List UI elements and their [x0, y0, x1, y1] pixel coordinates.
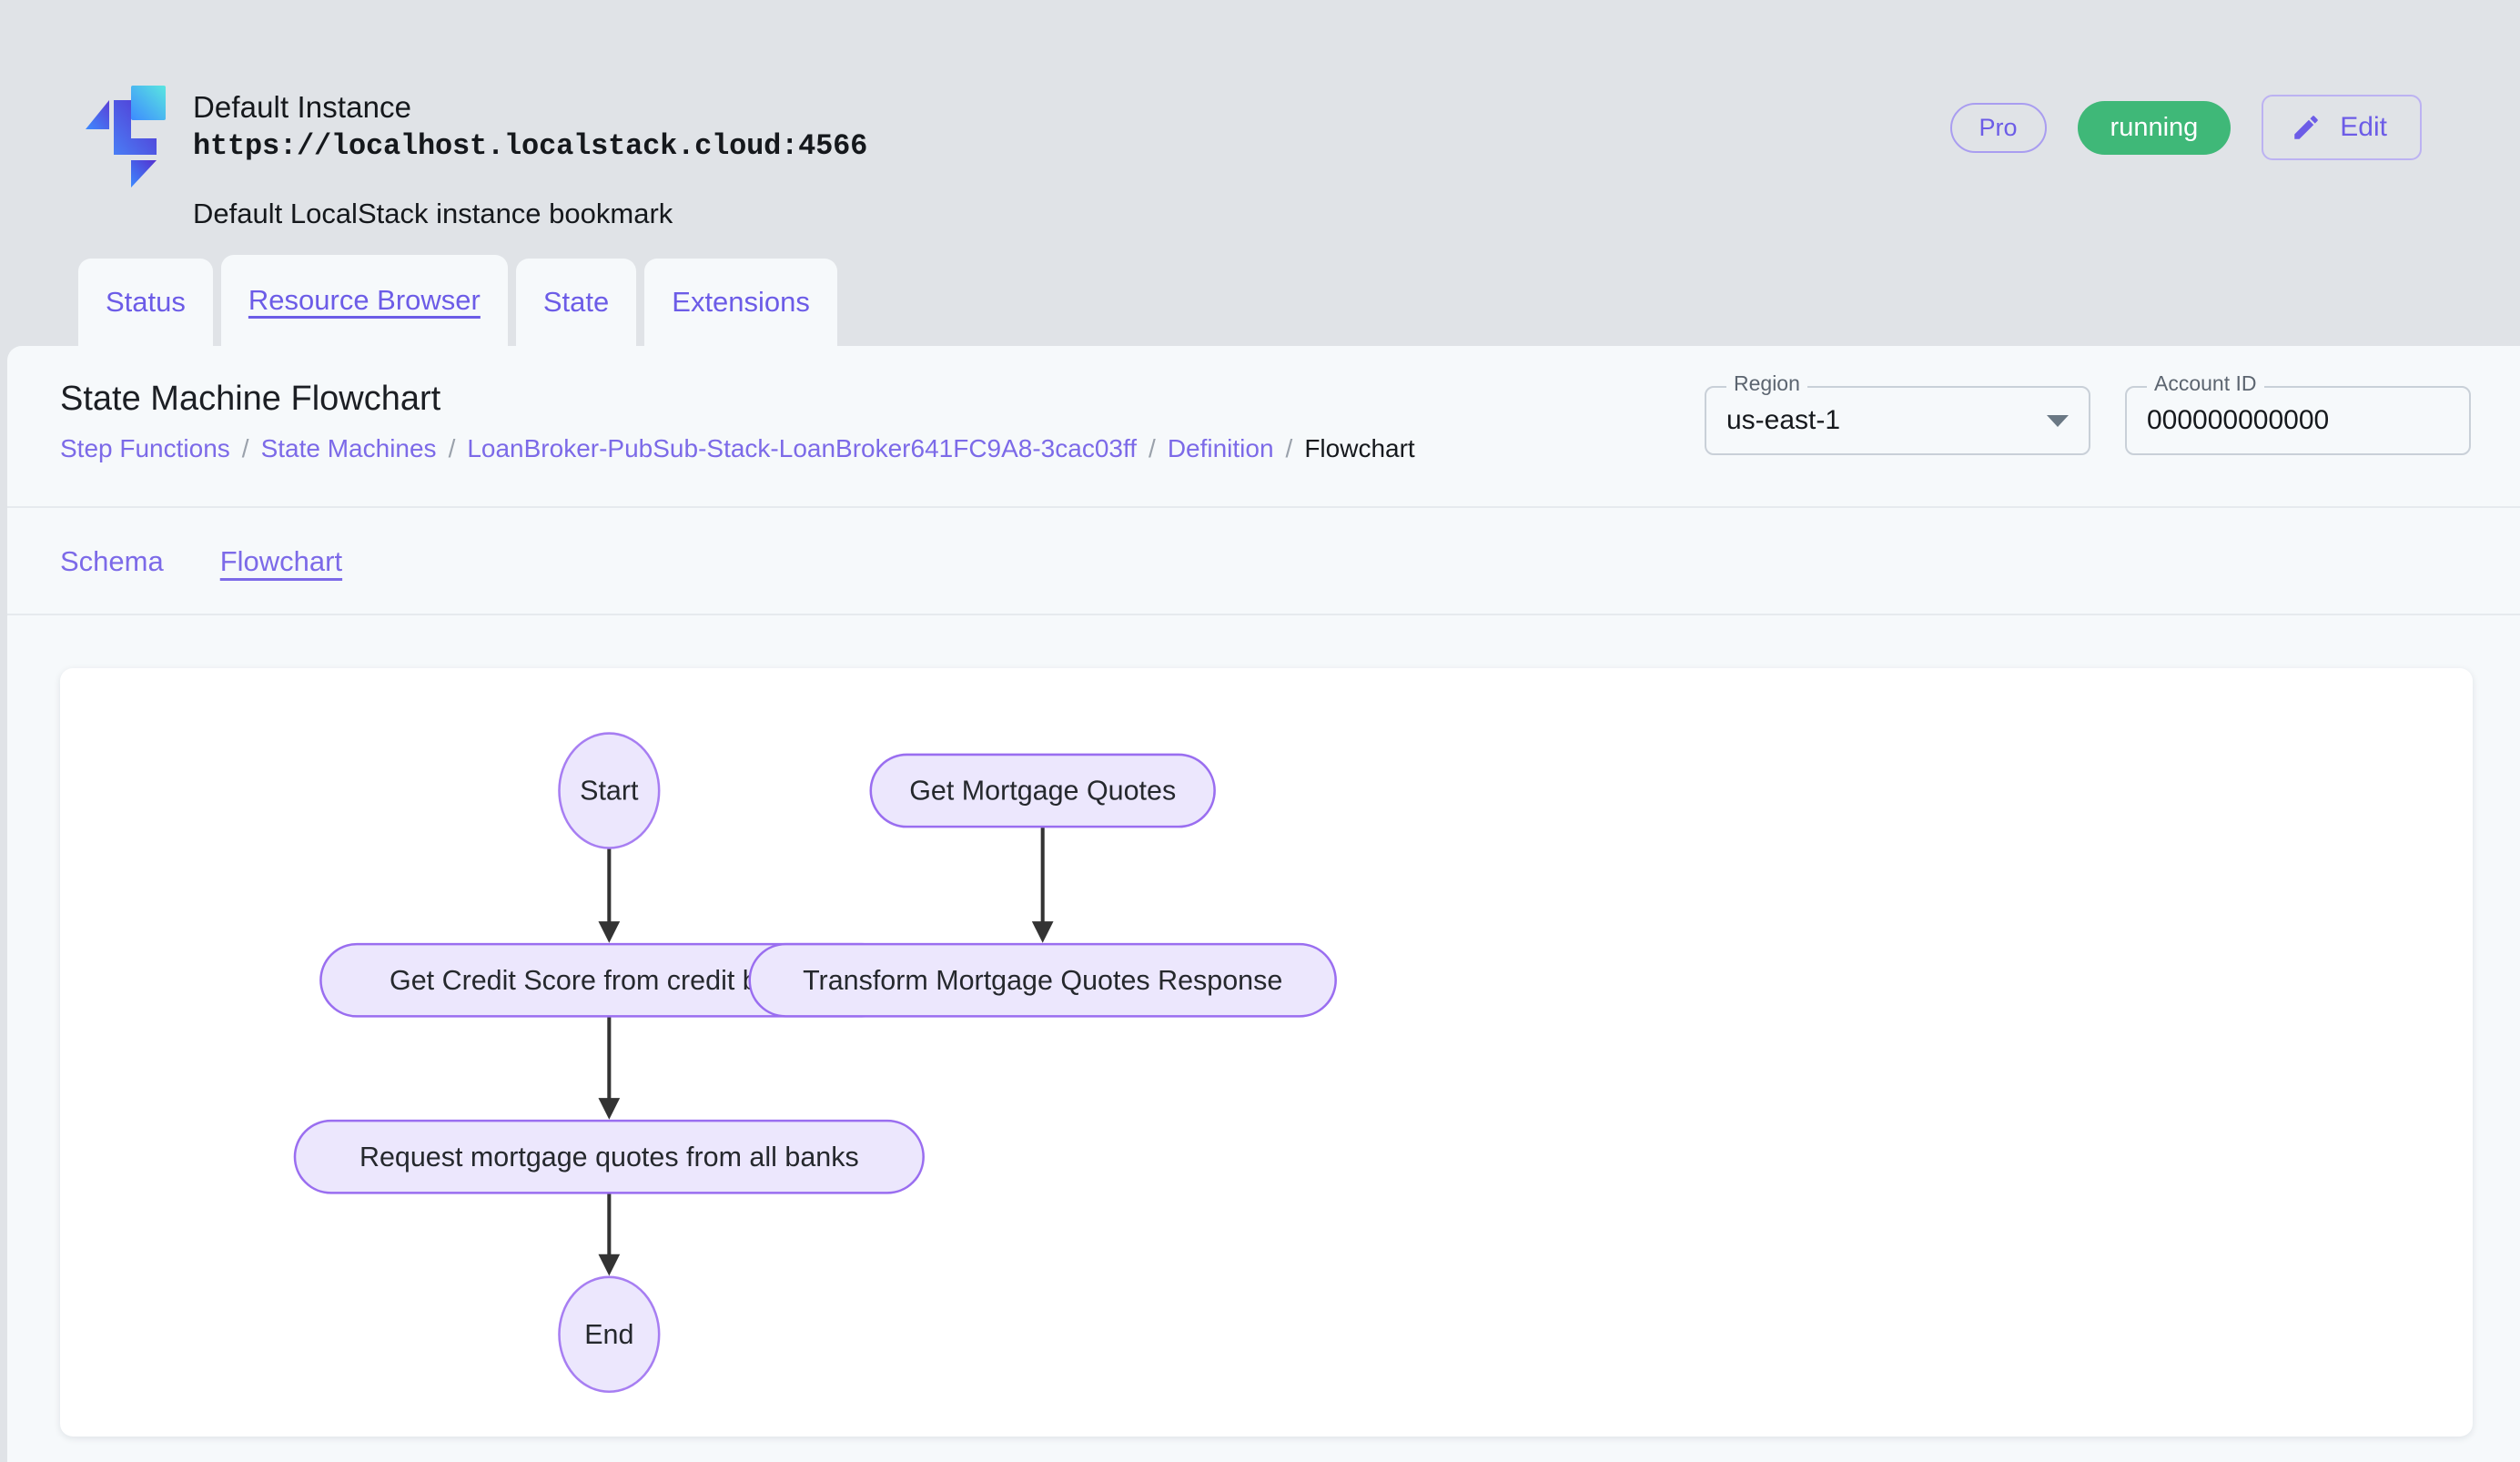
breadcrumb-separator: /	[1285, 433, 1293, 462]
flow-node-get-mortgage-quotes-label: Get Mortgage Quotes	[909, 776, 1176, 807]
breadcrumb-separator: /	[241, 433, 249, 462]
breadcrumb-separator: /	[448, 433, 456, 462]
instance-meta: Default Instance https://localhost.local…	[193, 84, 867, 230]
tab-resource-browser-label: Resource Browser	[248, 284, 481, 316]
tab-state[interactable]: State	[515, 259, 637, 346]
instance-description: Default LocalStack instance bookmark	[193, 198, 673, 230]
account-id-field[interactable]: Account ID 000000000000	[2125, 373, 2471, 455]
breadcrumb-item-state-machine-name[interactable]: LoanBroker-PubSub-Stack-LoanBroker641FC9…	[467, 433, 1138, 462]
flow-node-transform-mortgage-quotes-response[interactable]: Transform Mortgage Quotes Response	[748, 942, 1337, 1018]
localstack-logo-icon	[84, 84, 167, 189]
region-select[interactable]: Region us-east-1	[1705, 373, 2090, 455]
header-fields: Region us-east-1 Account ID 000000000000	[1705, 373, 2471, 455]
breadcrumb-item-definition[interactable]: Definition	[1167, 433, 1274, 462]
flow-node-request-mortgage-quotes-label: Request mortgage quotes from all banks	[359, 1142, 859, 1173]
breadcrumb-item-step-functions[interactable]: Step Functions	[60, 433, 230, 462]
pro-badge: Pro	[1949, 102, 2047, 153]
breadcrumb-item-state-machines[interactable]: State Machines	[260, 433, 437, 462]
instance-header: Default Instance https://localhost.local…	[0, 0, 2520, 346]
flow-node-end[interactable]: End	[558, 1275, 661, 1394]
account-id-label: Account ID	[2147, 373, 2264, 394]
flowchart-card: Start Get Credit Score from credit burea…	[60, 668, 2473, 1437]
page-title: State Machine Flowchart	[60, 380, 441, 418]
flow-node-end-label: End	[584, 1319, 633, 1350]
chevron-down-icon	[2047, 414, 2069, 427]
instance-endpoint: https://localhost.localstack.cloud:4566	[193, 129, 868, 164]
page-header: State Machine Flowchart Step Functions /…	[7, 346, 2520, 508]
instance-summary: Default Instance https://localhost.local…	[84, 84, 867, 230]
flow-node-get-mortgage-quotes[interactable]: Get Mortgage Quotes	[869, 753, 1216, 828]
pencil-icon	[2291, 112, 2322, 143]
content-surface: State Machine Flowchart Step Functions /…	[7, 346, 2520, 1462]
breadcrumb: Step Functions / State Machines / LoanBr…	[60, 433, 2520, 464]
flow-node-request-mortgage-quotes[interactable]: Request mortgage quotes from all banks	[293, 1119, 925, 1194]
account-id-value: 000000000000	[2147, 405, 2330, 435]
view-subtabs: Schema Flowchart	[7, 508, 2520, 615]
instance-actions: Pro running Edit	[1949, 95, 2422, 160]
breadcrumb-separator: /	[1149, 433, 1156, 462]
breadcrumb-item-flowchart: Flowchart	[1304, 433, 1415, 462]
tab-state-label: State	[542, 286, 610, 318]
flow-node-start[interactable]: Start	[558, 732, 661, 849]
state-machine-flowchart: Start Get Credit Score from credit burea…	[293, 732, 1337, 1394]
tab-resource-browser[interactable]: Resource Browser	[220, 255, 508, 346]
tab-status-label: Status	[106, 286, 186, 318]
edit-button[interactable]: Edit	[2262, 95, 2422, 160]
status-badge: running	[2077, 100, 2232, 155]
subtab-flowchart[interactable]: Flowchart	[219, 544, 343, 577]
flow-node-start-label: Start	[580, 776, 639, 807]
main-tabs: Status Resource Browser State Extensions	[78, 255, 837, 346]
tab-status[interactable]: Status	[78, 259, 213, 346]
region-label: Region	[1726, 373, 1807, 394]
flow-node-transform-mortgage-quotes-response-label: Transform Mortgage Quotes Response	[803, 965, 1282, 996]
tab-extensions[interactable]: Extensions	[644, 259, 837, 346]
instance-title: Default Instance	[193, 90, 412, 124]
subtab-schema[interactable]: Schema	[60, 544, 164, 577]
tab-extensions-label: Extensions	[672, 286, 810, 318]
edit-button-label: Edit	[2340, 112, 2387, 142]
region-value: us-east-1	[1726, 405, 1841, 435]
